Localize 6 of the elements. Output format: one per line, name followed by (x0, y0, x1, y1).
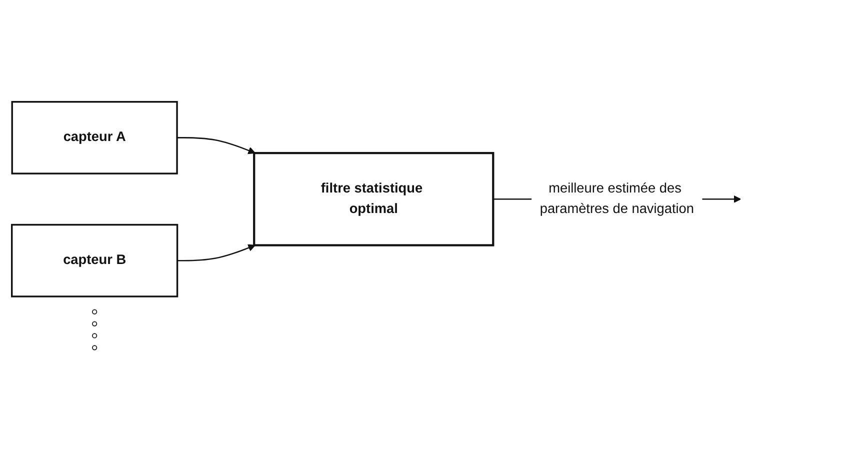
node-box (11, 224, 178, 298)
node-box (253, 152, 494, 247)
arrow (177, 137, 256, 154)
arrow (177, 244, 256, 262)
block-diagram: meilleure estimée des paramètres de navigation capteur A capteur B filtre statistique optimal (5, 95, 850, 355)
node-box (11, 101, 178, 175)
